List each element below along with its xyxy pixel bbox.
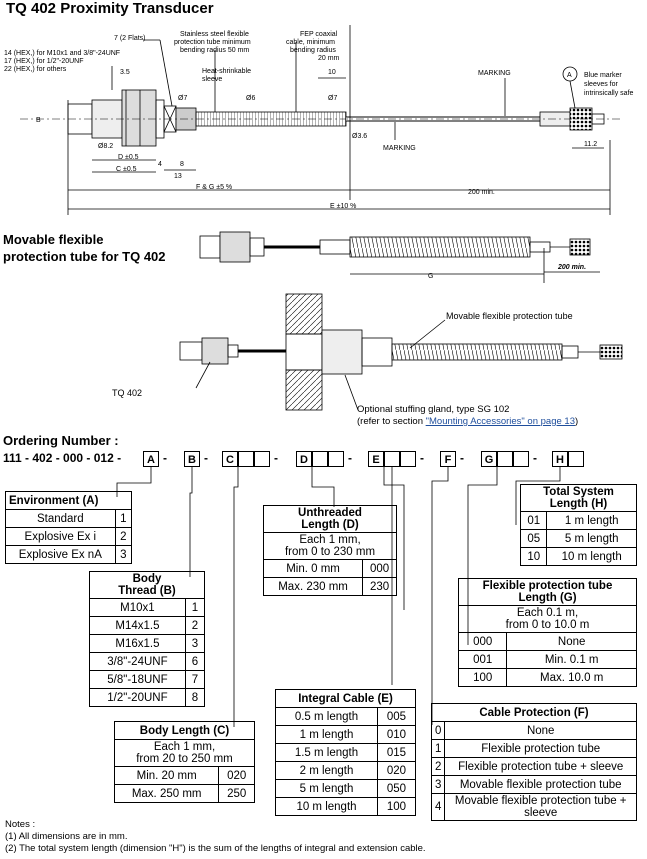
- dim-d36: Ø3.6: [352, 133, 367, 140]
- body-length-table: Body Length (C) Each 1 mm,from 20 to 250…: [113, 721, 255, 803]
- dim-e: E ±10 %: [330, 203, 356, 210]
- steel-tube-3: bending radius 50 mm: [180, 47, 249, 54]
- fep-3: bending radius: [290, 47, 336, 54]
- gland-drawing: Movable flexible protection tube TQ 402: [112, 293, 623, 411]
- ordering-prefix: 111 - 402 - 000 - 012 -: [3, 451, 122, 465]
- code-a: A: [143, 451, 159, 467]
- blue-marker-2: sleeves for: [584, 81, 619, 88]
- movable-title: Movable flexible protection tube for TQ …: [3, 232, 166, 264]
- code-e1: E: [368, 451, 384, 467]
- fep-1: FEP coaxial: [300, 31, 338, 38]
- dim-200: 200 min.: [468, 189, 495, 196]
- code-c2: [238, 451, 254, 467]
- mounting-accessories-link[interactable]: "Mounting Accessories" on page 13: [425, 416, 575, 427]
- dim-d: D ±0.5: [118, 154, 139, 161]
- code-h2: [568, 451, 584, 467]
- dim-d6: Ø6: [246, 95, 255, 102]
- code-d3: [328, 451, 344, 467]
- code-c1: C: [222, 451, 238, 467]
- dim-13: 13: [174, 173, 182, 180]
- hex-line-1: 14 (HEX,) for M10x1 and 3/8"-24UNF: [4, 50, 120, 57]
- code-b: B: [184, 451, 200, 467]
- code-e2: [384, 451, 400, 467]
- tq402-label: TQ 402: [112, 388, 142, 398]
- gland-note: Optional stuffing gland, type SG 102 (re…: [357, 404, 579, 427]
- dim-b: B: [36, 117, 41, 124]
- dim-d7: Ø7: [178, 95, 187, 102]
- dim-8: 8: [180, 161, 184, 168]
- code-g2: [497, 451, 513, 467]
- dim-c: C ±0.5: [116, 166, 137, 173]
- movable-tube-label: Movable flexible protection tube: [446, 311, 573, 321]
- blue-marker-3: intrinsically safe: [584, 90, 634, 97]
- ordering-label: Ordering Number :: [3, 433, 119, 448]
- page-title: TQ 402 Proximity Transducer: [6, 0, 214, 17]
- dim-11-2: 11.2: [584, 141, 597, 148]
- code-e3: [400, 451, 416, 467]
- dim-10: 10: [328, 69, 336, 76]
- notes: Notes : (1) All dimensions are in mm. (2…: [5, 819, 426, 854]
- dim-200-min: 200 min.: [557, 264, 586, 271]
- code-f: F: [440, 451, 456, 467]
- heat-shrink-1: Heat-shrinkable: [202, 68, 251, 75]
- hex-line-2: 17 (HEX,) for 1/2"-20UNF: [4, 58, 84, 65]
- steel-tube-2: protection tube minimum: [174, 39, 251, 46]
- dim-d7b: Ø7: [328, 95, 337, 102]
- code-d2: [312, 451, 328, 467]
- movable-drawing: G 200 min.: [199, 231, 600, 283]
- code-c3: [254, 451, 270, 467]
- code-g3: [513, 451, 529, 467]
- hex-line-3: 22 (HEX,) for others: [4, 66, 67, 73]
- dim-fg: F & G ±5 %: [196, 184, 232, 191]
- marker-a: A: [567, 72, 572, 79]
- dim-3-5: 3.5: [120, 69, 130, 76]
- heat-shrink-2: sleeve: [202, 76, 222, 83]
- blue-marker-1: Blue marker: [584, 72, 622, 79]
- dim-d82: Ø8.2: [98, 143, 113, 150]
- marking-label-2: MARKING: [383, 145, 416, 152]
- code-d1: D: [296, 451, 312, 467]
- code-g1: G: [481, 451, 497, 467]
- fep-2: cable, minimum: [286, 39, 335, 46]
- transducer-drawing: 14 (HEX,) for M10x1 and 3/8"-24UNF 17 (H…: [4, 25, 634, 215]
- dim-4: 4: [158, 161, 162, 168]
- steel-tube-1: Stainless steel flexible: [180, 31, 249, 38]
- marking-label-1: MARKING: [478, 70, 511, 77]
- fep-4: 20 mm: [318, 55, 340, 62]
- dim-g: G: [428, 273, 433, 280]
- code-h1: H: [552, 451, 568, 467]
- flats-label: 7 (2 Flats): [114, 35, 146, 42]
